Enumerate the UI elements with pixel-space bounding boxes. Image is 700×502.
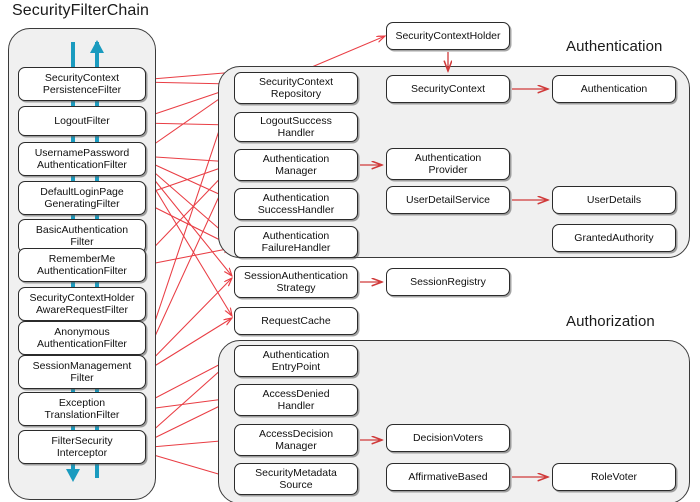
filter-node-anonymous-authentication[interactable]: Anonymous AuthenticationFilter xyxy=(18,321,146,355)
node-role-voter[interactable]: RoleVoter xyxy=(552,463,676,491)
node-request-cache[interactable]: RequestCache xyxy=(234,307,358,335)
node-access-decision-manager[interactable]: AccessDecision Manager xyxy=(234,424,358,456)
node-access-denied-handler[interactable]: AccessDenied Handler xyxy=(234,384,358,416)
node-user-details[interactable]: UserDetails xyxy=(552,186,676,214)
filter-node-basic-authentication[interactable]: BasicAuthentication Filter xyxy=(18,219,146,253)
node-session-registry[interactable]: SessionRegistry xyxy=(386,268,510,296)
authorization-section-label: Authorization xyxy=(566,313,655,330)
filter-node-filter-security-interceptor[interactable]: FilterSecurity Interceptor xyxy=(18,430,146,464)
node-authentication-success-handler[interactable]: Authentication SuccessHandler xyxy=(234,188,358,220)
filter-node-logout[interactable]: LogoutFilter xyxy=(18,106,146,136)
node-authentication[interactable]: Authentication xyxy=(552,75,676,103)
node-security-context-holder[interactable]: SecurityContextHolder xyxy=(386,22,510,50)
node-authentication-failure-handler[interactable]: Authentication FailureHandler xyxy=(234,226,358,258)
node-security-context[interactable]: SecurityContext xyxy=(386,75,510,103)
filter-node-session-management[interactable]: SessionManagement Filter xyxy=(18,355,146,389)
node-authentication-provider[interactable]: Authentication Provider xyxy=(386,148,510,180)
filter-node-security-context-persistence[interactable]: SecurityContext PersistenceFilter xyxy=(18,67,146,101)
node-session-authentication-strategy[interactable]: SessionAuthentication Strategy xyxy=(234,266,358,298)
node-authentication-entry-point[interactable]: Authentication EntryPoint xyxy=(234,345,358,377)
node-security-context-repository[interactable]: SecurityContext Repository xyxy=(234,72,358,104)
node-affirmative-based[interactable]: AffirmativeBased xyxy=(386,463,510,491)
node-decision-voters[interactable]: DecisionVoters xyxy=(386,424,510,452)
node-granted-authority[interactable]: GrantedAuthority xyxy=(552,224,676,252)
node-logout-success-handler[interactable]: LogoutSuccess Handler xyxy=(234,112,358,142)
page-title: SecurityFilterChain xyxy=(12,2,150,19)
authentication-section-label: Authentication xyxy=(566,38,663,55)
filter-node-default-login-page-generating[interactable]: DefaultLoginPage GeneratingFilter xyxy=(18,181,146,215)
filter-node-security-context-holder-aware-request[interactable]: SecurityContextHolder AwareRequestFilter xyxy=(18,287,146,321)
filter-node-username-password-authentication[interactable]: UsernamePassword AuthenticationFilter xyxy=(18,142,146,176)
filter-node-remember-me-authentication[interactable]: RememberMe AuthenticationFilter xyxy=(18,248,146,282)
node-security-metadata-source[interactable]: SecurityMetadata Source xyxy=(234,463,358,495)
node-user-detail-service[interactable]: UserDetailService xyxy=(386,186,510,214)
node-authentication-manager[interactable]: Authentication Manager xyxy=(234,149,358,181)
filter-node-exception-translation[interactable]: Exception TranslationFilter xyxy=(18,392,146,426)
